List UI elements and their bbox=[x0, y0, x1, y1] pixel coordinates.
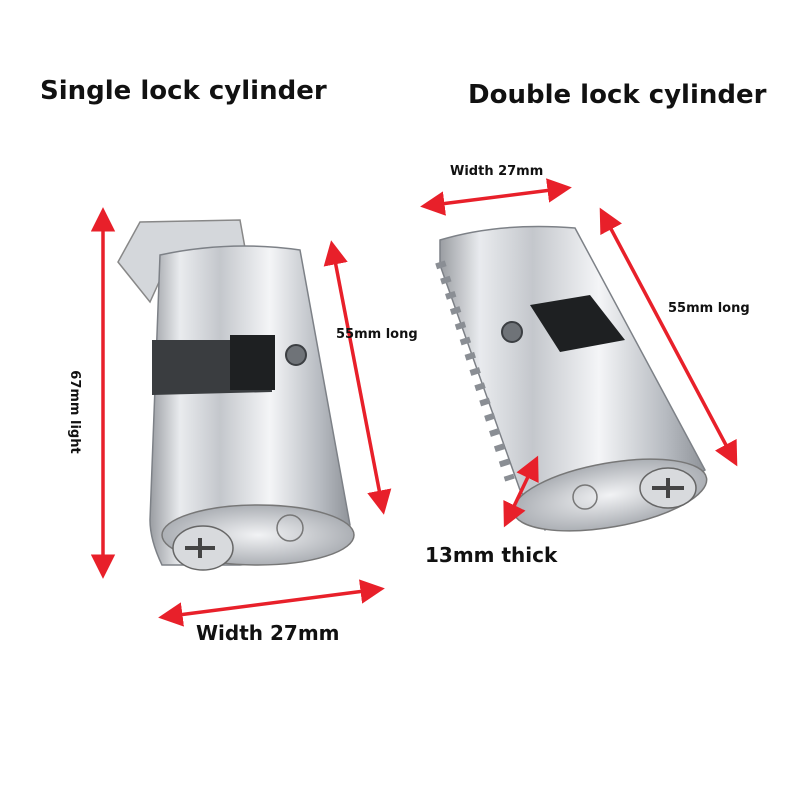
long-right-label: 55mm long bbox=[668, 301, 750, 316]
width-bottom-label: Width 27mm bbox=[196, 621, 340, 645]
single-lock-cylinder bbox=[117, 219, 355, 571]
arrow-width-bottom bbox=[158, 579, 385, 627]
double-lock-cylinder bbox=[435, 225, 708, 532]
arrow-width-top bbox=[420, 178, 572, 216]
width-top-label: Width 27mm bbox=[450, 164, 544, 179]
arrow-long-single bbox=[323, 240, 392, 515]
long-middle-label: 55mm long bbox=[336, 327, 418, 342]
dimension-arrows bbox=[90, 178, 738, 627]
thickness-label: 13mm thick bbox=[425, 543, 558, 567]
double-cylinder-title: Double lock cylinder bbox=[468, 80, 767, 110]
arrow-long-double bbox=[599, 207, 738, 467]
single-cylinder-title: Single lock cylinder bbox=[40, 76, 327, 106]
arrow-thickness bbox=[503, 455, 539, 528]
height-left-label: 67mm light bbox=[67, 370, 82, 454]
